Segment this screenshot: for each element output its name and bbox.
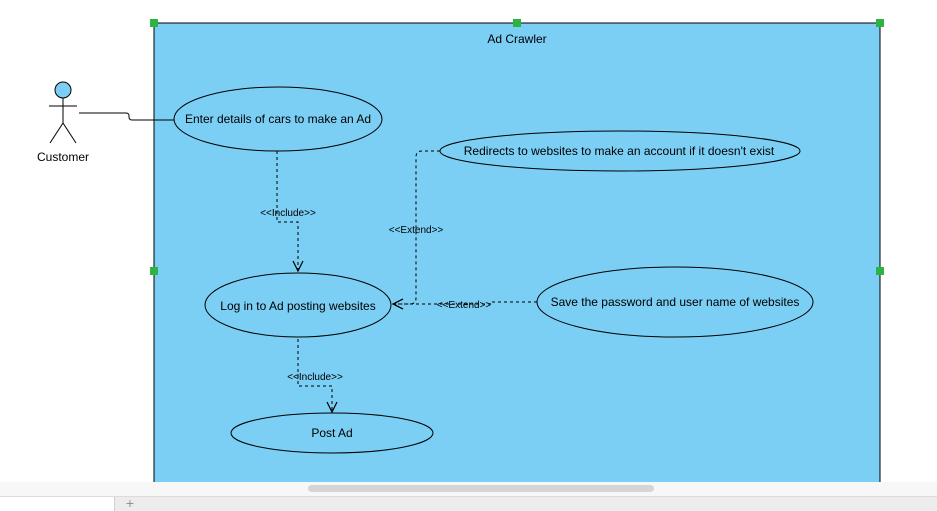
actor-left-leg [49,122,64,144]
extend-label-1: <<Extend>> [389,225,444,236]
relationships: <<Include>> <<Include>> <<Extend>> <<Ext… [260,150,537,412]
use-case-diagram: Ad Crawler Customer [37,19,884,482]
include-relation-1[interactable] [276,151,298,271]
use-case-ellipse[interactable] [536,266,814,338]
include-label-1: <<Include>> [260,208,316,219]
system-name: Ad Crawler [487,32,546,46]
include-label-2: <<Include>> [287,372,343,383]
use-case-ellipse[interactable] [204,272,392,338]
plus-icon[interactable]: + [125,497,135,510]
selection-handle-top-center[interactable] [513,19,521,27]
use-case-ellipse[interactable] [230,412,434,454]
actor-head [54,81,72,99]
page-tabs-strip: + [0,496,937,511]
selection-handle-top-right[interactable] [876,19,884,27]
horizontal-scrollbar[interactable] [0,482,937,496]
use-case-post-ad[interactable]: Post Ad [230,412,434,454]
selection-handle-middle-left[interactable] [150,267,158,275]
selection-handles[interactable] [150,19,884,275]
selection-handle-top-left[interactable] [150,19,158,27]
use-case-label: Save the password and user name of websi… [551,295,800,309]
association-line[interactable] [79,112,174,121]
selection-handle-middle-right[interactable] [876,267,884,275]
page-tab[interactable] [0,497,115,511]
actor-right-leg [62,122,77,144]
use-case-label: Log in to Ad posting websites [220,299,375,313]
diagram-canvas[interactable]: Ad Crawler Customer [0,0,937,482]
use-case-log-in[interactable]: Log in to Ad posting websites [204,272,392,338]
actor-customer[interactable]: Customer [37,81,89,164]
extend-relation-2[interactable] [393,302,537,304]
use-case-enter-details[interactable]: Enter details of cars to make an Ad [173,86,383,152]
editor-bottom-bar: + [0,482,937,511]
horizontal-scrollbar-thumb[interactable] [308,485,654,492]
use-case-ellipse[interactable] [439,130,801,172]
use-case-label: Enter details of cars to make an Ad [185,112,371,126]
use-case-ellipse[interactable] [173,86,383,152]
extend-label-2: <<Extend>> [437,300,492,311]
use-case-save-password[interactable]: Save the password and user name of websi… [536,266,814,338]
use-case-label: Post Ad [311,426,352,440]
use-case-label: Redirects to websites to make an account… [464,144,775,158]
use-case-redirects[interactable]: Redirects to websites to make an account… [439,130,801,172]
actor-name: Customer [37,150,89,164]
